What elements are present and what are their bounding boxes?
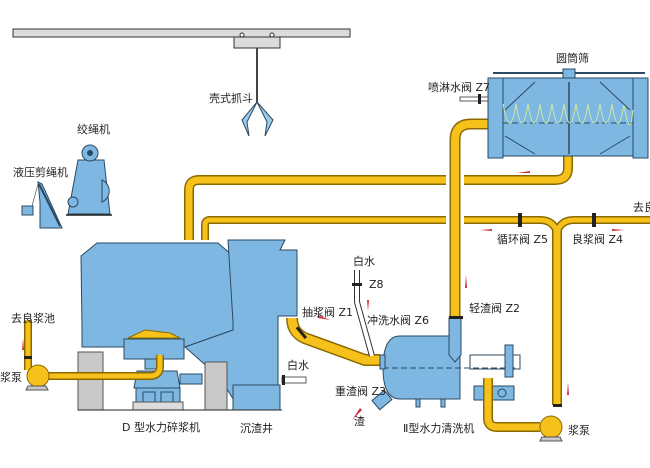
flow-arrow <box>480 229 492 231</box>
washer-label: Ⅱ型水力清洗机 <box>403 422 475 435</box>
white-water-flush-pipe <box>352 270 375 357</box>
left-pump-label: 浆泵 <box>0 371 22 384</box>
flow-arrow <box>517 171 530 173</box>
grab-trolley <box>233 32 281 102</box>
right-pump-pipe <box>483 378 562 432</box>
type-ii-washer <box>379 316 521 408</box>
spray-water-pipe <box>459 94 489 104</box>
right-pump-icon <box>539 415 563 442</box>
left-pump-icon <box>25 364 50 391</box>
winch-machine <box>66 144 112 216</box>
valve-z5-icon[interactable] <box>518 213 522 227</box>
light-residue-valve-label: 轻渣阀 Z2 <box>469 302 521 315</box>
settling-well-label: 沉渣井 <box>240 422 273 435</box>
drum-screen <box>487 68 649 159</box>
flow-arrows <box>22 171 625 420</box>
winch-label: 绞绳机 <box>77 123 110 136</box>
pulper-label: D 型水力碎浆机 <box>122 421 200 434</box>
rope-cutter-machine <box>21 181 63 229</box>
valve-z4-icon[interactable] <box>592 213 596 227</box>
circulation-valve-label: 循环阀 Z5 <box>497 233 549 246</box>
z8-label: Z8 <box>369 278 384 291</box>
shell-grab-icon <box>241 101 274 137</box>
heavy-residue-valve-label: 重渣阀 Z3 <box>335 385 387 398</box>
flow-arrow <box>352 408 362 420</box>
circulation-pipe <box>201 216 650 405</box>
spray-valve-label: 喷淋水阀 Z7 <box>428 81 491 94</box>
residue-label: 渣 <box>354 415 365 428</box>
right-pump-label: 浆泵 <box>568 424 590 437</box>
heavy-residue-outlet <box>371 389 393 411</box>
flow-arrow <box>367 300 369 311</box>
d-type-pulper <box>77 242 234 411</box>
flow-arrow <box>612 229 625 231</box>
light-residue-pipe <box>449 118 488 318</box>
white-water-top-label: 白水 <box>353 255 375 268</box>
good-pulp-valve-label: 良浆阀 Z4 <box>572 233 624 246</box>
rope-cutter-label: 液压剪绳机 <box>13 166 68 179</box>
flow-arrow <box>567 382 569 395</box>
left-pump-pipe <box>24 320 164 380</box>
white-water-side-pipe <box>281 375 307 385</box>
drum-screen-label: 圆筒筛 <box>556 52 589 65</box>
to-good-pulp-pool-label: 去良浆池 <box>11 312 55 325</box>
flush-valve-label: 冲洗水阀 Z6 <box>367 314 430 327</box>
to-good-pulp-label: 去良 <box>633 201 650 214</box>
flow-arrow <box>22 338 24 350</box>
settling-well <box>78 239 298 411</box>
white-water-side-label: 白水 <box>287 359 309 372</box>
suction-pipe <box>286 317 380 366</box>
crane-rail <box>12 28 351 38</box>
flow-arrow <box>318 315 330 320</box>
flow-arrow <box>465 275 467 288</box>
return-pipe-upper <box>184 155 573 240</box>
grab-label: 壳式抓斗 <box>209 92 253 105</box>
suction-valve-label: 抽浆阀 Z1 <box>302 306 354 319</box>
